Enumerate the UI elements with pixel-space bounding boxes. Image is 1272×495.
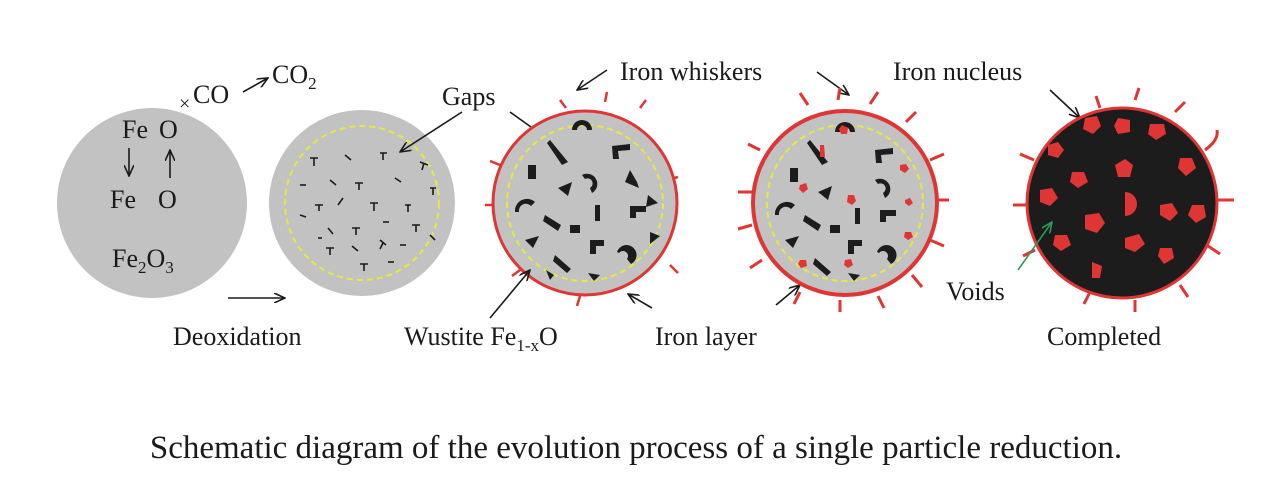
co-label: CO	[193, 80, 229, 109]
wustite-label: Wustite Fe1-xO	[404, 322, 558, 355]
iron-whiskers-label: Iron whiskers	[620, 57, 762, 86]
stage-2-particle	[269, 110, 455, 296]
voids-label: Voids	[946, 277, 1005, 306]
wustite-fragments	[514, 120, 660, 281]
fe-bottom-label: Fe	[110, 185, 136, 214]
iron-layer-arrow	[628, 294, 653, 309]
fe-top-label: Fe	[122, 115, 148, 144]
stage-5-particle	[1013, 87, 1234, 312]
whiskers-arrow-left	[577, 69, 608, 90]
whiskers-3	[485, 91, 679, 307]
completed-particle	[1025, 106, 1219, 300]
stage-1-particle: Fe O Fe O Fe2O3	[57, 108, 247, 298]
gap-marks	[299, 152, 436, 271]
dashed-boundary-4	[766, 124, 924, 282]
co2-label: CO2	[272, 60, 317, 93]
whiskers-5	[1013, 87, 1234, 312]
whiskers-arrow-right	[816, 71, 849, 95]
figure-caption: Schematic diagram of the evolution proce…	[149, 430, 1123, 466]
co-to-co2-arrow	[242, 78, 268, 93]
dashed-boundary-3	[506, 124, 664, 282]
o-bottom-label: O	[158, 185, 177, 214]
wustite-arrow	[489, 270, 530, 319]
completed-label: Completed	[1047, 322, 1161, 351]
voids-arrow	[1017, 222, 1052, 271]
iron-nuclei-4	[798, 125, 913, 268]
fe2o3-label: Fe2O3	[112, 244, 174, 277]
gaps-label: Gaps	[442, 82, 495, 111]
dashed-boundary	[284, 125, 440, 281]
fe2o3-particle	[57, 108, 247, 298]
deoxidation-label: Deoxidation	[173, 322, 302, 351]
stage-4-particle	[737, 87, 949, 312]
gaps-arrow	[400, 111, 463, 152]
iron-layer-arrow-2	[775, 285, 800, 306]
gap-particle	[269, 110, 455, 296]
o-top-label: O	[159, 115, 178, 144]
iron-layer-label: Iron layer	[655, 322, 757, 351]
cross-mark: ×	[179, 93, 190, 115]
stage-3-particle	[485, 91, 679, 307]
iron-nuclei-5	[1040, 116, 1206, 278]
wustite-fragments-4	[774, 122, 897, 281]
reaction: × CO CO2	[179, 60, 317, 115]
iron-nucleus-label: Iron nucleus	[893, 57, 1022, 86]
whiskers-4	[737, 87, 949, 312]
iron-nucleus-arrow	[1049, 89, 1080, 118]
